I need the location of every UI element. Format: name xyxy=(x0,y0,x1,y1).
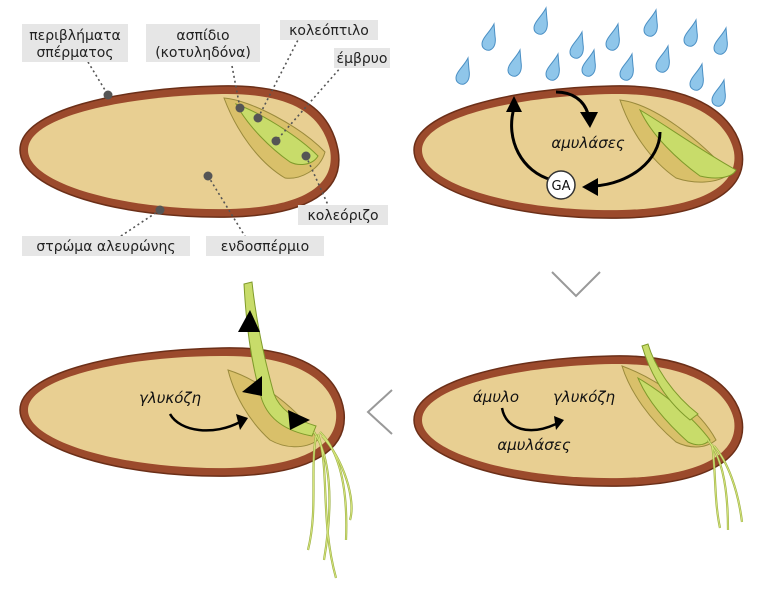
roots-highlight xyxy=(307,431,353,579)
water-drop xyxy=(643,8,658,37)
conversion-arrowhead xyxy=(554,416,564,430)
embryo-label-bg xyxy=(334,48,390,68)
starch-label: άμυλο xyxy=(473,388,519,406)
water-drop xyxy=(689,62,704,91)
panel-starch-hydrolysis: άμυλο γλυκόζη αμυλάσες xyxy=(413,343,744,531)
roots-highlight xyxy=(707,439,743,531)
glucose-transport-arrow xyxy=(168,413,241,432)
seed-coat-label-line2: σπέρματος xyxy=(36,45,113,61)
coleoptile-label-bg xyxy=(280,20,378,40)
water-drop xyxy=(455,56,470,85)
water-drop xyxy=(507,48,522,77)
water-drop xyxy=(619,52,634,81)
ga-hormone-label: GA xyxy=(552,179,571,194)
embryo-label: έμβρυο xyxy=(337,51,388,67)
leader-dots xyxy=(103,90,311,215)
coleoptile-label: κολεόπτιλο xyxy=(289,23,369,39)
water-drop xyxy=(605,22,620,51)
flow-arrows xyxy=(366,271,601,435)
endosperm-label: ενδοσπέρμιο xyxy=(221,239,309,255)
conversion-arrow xyxy=(500,407,557,432)
arrowhead-to-roots xyxy=(288,410,310,430)
ga-hormone-circle xyxy=(546,170,576,200)
panel-imbibition: αμυλάσες GA xyxy=(413,6,744,219)
water-drop xyxy=(533,6,548,35)
flow-arrow-down xyxy=(551,271,601,298)
amylases-label: αμυλάσες xyxy=(497,436,570,454)
arrowhead-left xyxy=(582,178,598,196)
water-drop xyxy=(711,78,726,107)
flow-arrow-left xyxy=(366,389,393,435)
seed-coat-label-line1: περιβλήματα xyxy=(29,28,121,44)
cycle-arrows xyxy=(510,90,662,188)
embryo-coleoptile xyxy=(638,108,737,179)
endosperm-label-bg xyxy=(206,236,324,256)
water-drop xyxy=(545,52,560,81)
water-drop xyxy=(713,26,728,55)
coleorhiza-label: κολεόριζο xyxy=(307,208,378,224)
scutellum-label-line1: ασπίδιο xyxy=(176,28,229,44)
seed-coat-label-bg xyxy=(22,24,128,62)
scutellum-label-bg xyxy=(146,24,260,62)
arrowhead-down xyxy=(580,112,598,128)
glucose-label: γλυκόζη xyxy=(139,389,202,407)
coleorhiza-label-bg xyxy=(298,205,388,225)
glucose-transport-arrowhead xyxy=(236,414,248,430)
panel-seedling-growth: γλυκόζη xyxy=(19,281,353,579)
panel-seed-anatomy: περιβλήματα σπέρματος ασπίδιο (κοτυληδόν… xyxy=(19,20,390,256)
glucose-label: γλυκόζη xyxy=(553,388,616,406)
water-drop xyxy=(581,48,596,77)
arrowhead-up xyxy=(506,96,522,112)
amylases-label: αμυλάσες xyxy=(551,134,624,152)
scutellum-label-line2: (κοτυληδόνα) xyxy=(155,45,251,61)
coleoptile-shoot xyxy=(641,343,699,421)
water-drops xyxy=(455,6,728,107)
cycle-arrowheads xyxy=(506,96,598,196)
water-drop xyxy=(481,22,496,51)
water-drop xyxy=(655,44,670,73)
shoot xyxy=(243,281,317,437)
aleurone-label: στρώμα αλευρώνης xyxy=(36,239,175,255)
water-drop xyxy=(569,30,584,59)
arrowhead-up-shoot xyxy=(238,310,260,332)
water-drop xyxy=(683,18,698,47)
arrowhead-mid-shoot xyxy=(242,376,262,396)
aleurone-label-bg xyxy=(22,236,190,256)
cycle-arrow-left xyxy=(510,107,553,182)
cycle-arrow-top xyxy=(555,90,590,115)
cycle-arrow-right xyxy=(593,131,662,188)
leader-lines xyxy=(87,35,343,239)
growth-arrowheads xyxy=(238,310,310,430)
